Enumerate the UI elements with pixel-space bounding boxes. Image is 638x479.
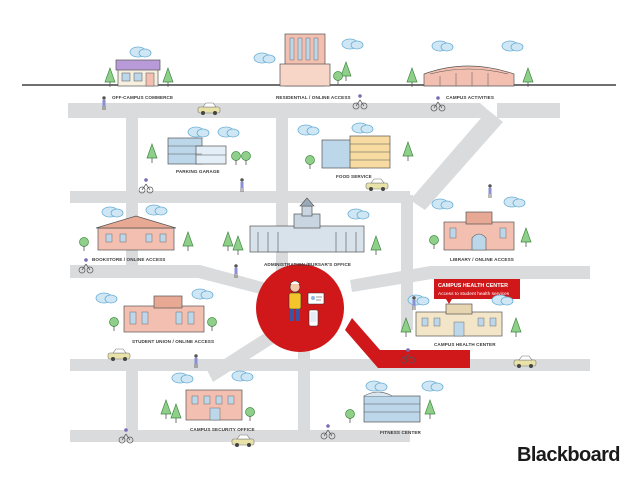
health-path	[345, 318, 470, 368]
label-food-service: FOOD SERVICE	[336, 174, 372, 179]
road-row-2	[70, 191, 410, 203]
residential-building	[253, 33, 364, 87]
car	[365, 178, 389, 192]
label-fitness-center: FITNESS CENTER	[380, 430, 422, 435]
label-residential: RESIDENTIAL / ONLINE ACCESS	[276, 95, 351, 100]
food-service-building	[297, 122, 414, 170]
parking-garage-building	[146, 126, 251, 166]
label-student-union: STUDENT UNION / ONLINE ACCESS	[132, 339, 214, 344]
label-parking-garage: PARKING GARAGE	[176, 169, 220, 174]
blackboard-logo: Blackboard	[517, 444, 621, 466]
road-diagonal-upper	[410, 110, 503, 210]
id-card-icon	[307, 292, 325, 305]
pedestrian	[487, 183, 493, 199]
label-bookstore: BOOKSTORE / ONLINE ACCESS	[92, 257, 165, 262]
phone-icon	[308, 309, 319, 327]
label-library: LIBRARY / ONLINE ACCESS	[450, 257, 514, 262]
label-off-campus-commerce: OFF-CAMPUS COMMERCE	[112, 95, 173, 100]
road-row-3-left	[70, 265, 270, 296]
label-campus-activities: CAMPUS ACTIVITIES	[446, 95, 494, 100]
pedestrian	[411, 295, 417, 311]
car	[107, 348, 131, 362]
off-campus-commerce-building	[104, 46, 174, 88]
road-right-vertical	[401, 195, 413, 330]
callout-title: CAMPUS HEALTH CENTER	[438, 283, 508, 289]
student-union-building	[95, 288, 217, 333]
car	[513, 355, 537, 369]
label-administration: ADMINISTRATION /BURSAR'S OFFICE	[264, 262, 351, 267]
bookstore-building	[79, 204, 194, 252]
road-bottom-vertical	[298, 330, 310, 442]
administration-building	[222, 197, 382, 256]
road-row-4	[70, 359, 590, 371]
label-health-center: CAMPUS HEALTH CENTER	[434, 342, 496, 347]
student-hub	[256, 264, 470, 368]
campus-security-building	[160, 370, 255, 424]
bicycle	[138, 177, 154, 194]
campus-activities-arena	[406, 40, 534, 88]
student-figure	[288, 280, 302, 321]
campus-health-center-building	[400, 294, 522, 338]
road-left-lower	[126, 359, 138, 439]
library-building	[429, 196, 532, 251]
label-security-office: CAMPUS SECURITY OFFICE	[190, 427, 255, 432]
health-callout: CAMPUS HEALTH CENTER Access to student h…	[434, 279, 520, 304]
fitness-center-building	[345, 380, 444, 424]
callout-subtitle: Access to student health services	[438, 291, 510, 297]
pedestrian	[239, 177, 245, 193]
